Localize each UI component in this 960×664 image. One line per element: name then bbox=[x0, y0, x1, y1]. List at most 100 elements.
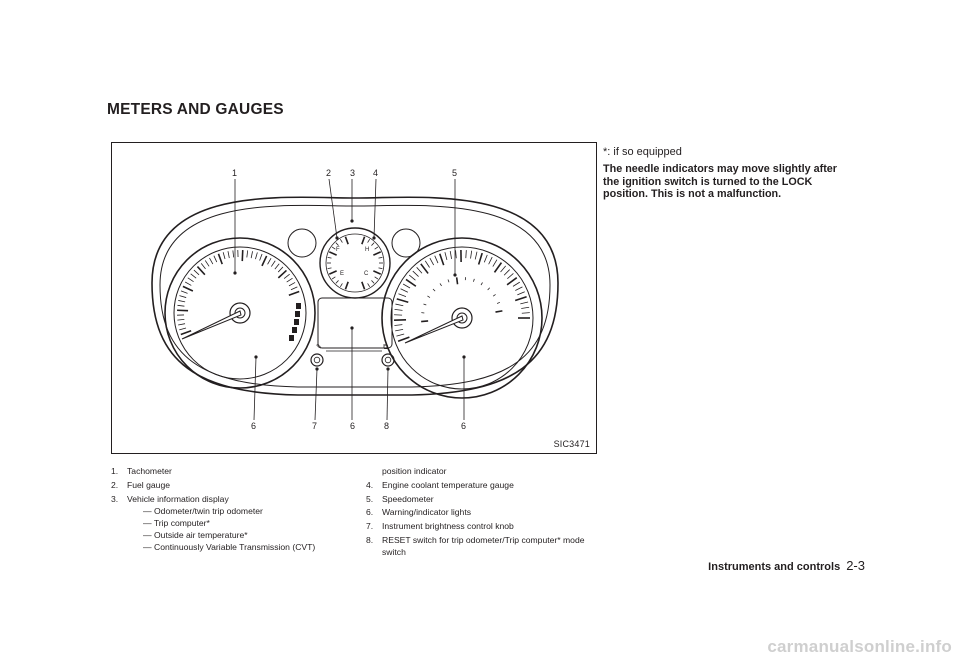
indicator-circle-right bbox=[391, 228, 421, 258]
section-title: METERS AND GAUGES bbox=[107, 101, 284, 118]
brightness-icon: ✎ bbox=[316, 343, 322, 351]
temp-hot-label: H bbox=[365, 247, 369, 253]
speedometer-tick bbox=[517, 291, 525, 296]
tachometer-tick bbox=[193, 269, 200, 276]
speedometer-inner-tick bbox=[455, 277, 459, 285]
tachometer-tick bbox=[222, 252, 226, 260]
legend-item: 1.Tachometer bbox=[111, 466, 172, 476]
speedometer-inner-tick bbox=[427, 295, 431, 298]
fuel-gauge-tick bbox=[339, 238, 343, 243]
speedometer-tick bbox=[402, 283, 411, 289]
tachometer-tick bbox=[261, 255, 268, 267]
legend-column-1: 1.Tachometer 2.Fuel gauge 3.Vehicle info… bbox=[111, 465, 351, 554]
speedometer-inner-tick bbox=[432, 288, 436, 292]
tachometer-tick bbox=[277, 269, 287, 279]
legend-item: 7.Instrument brightness control knob bbox=[366, 521, 514, 532]
speedometer-tick bbox=[521, 312, 530, 314]
tachometer-tick bbox=[270, 260, 276, 267]
temp-gauge-tick bbox=[378, 267, 383, 270]
tachometer-tick bbox=[178, 323, 186, 326]
speedometer-tick bbox=[488, 256, 493, 265]
tachometer-tick bbox=[274, 263, 280, 270]
tachometer-tick bbox=[250, 251, 253, 259]
legend-subitem: — Trip computer* bbox=[143, 518, 210, 528]
speedometer-inner-tick bbox=[423, 303, 427, 306]
speedometer-tick bbox=[412, 270, 419, 277]
fuel-gauge-tick bbox=[344, 236, 349, 245]
tachometer-tick bbox=[290, 286, 298, 291]
speedometer-tick bbox=[521, 306, 530, 309]
speedometer-tick bbox=[477, 252, 483, 265]
temp-gauge-tick bbox=[371, 242, 375, 246]
tachometer-dial bbox=[173, 246, 307, 380]
tachometer-tick bbox=[190, 273, 197, 279]
callout-leader-line bbox=[328, 178, 338, 239]
tachometer-tick bbox=[180, 330, 192, 336]
cluster-housing-inner bbox=[159, 204, 551, 388]
legend-item: 4.Engine coolant temperature gauge bbox=[366, 479, 514, 490]
fuel-gauge-tick bbox=[331, 246, 336, 250]
tachometer-tick bbox=[283, 273, 290, 279]
vehicle-info-display bbox=[317, 297, 393, 349]
legend-item: 3.Vehicle information display bbox=[111, 493, 229, 504]
speedometer-inner-tick bbox=[495, 310, 503, 313]
tachometer-tick bbox=[177, 304, 185, 307]
speedometer-tick bbox=[400, 288, 408, 293]
tachometer-tick bbox=[217, 253, 223, 265]
legend-item: 2.Fuel gauge bbox=[111, 479, 171, 490]
tachometer-tick bbox=[232, 250, 235, 258]
cluster-housing-outer bbox=[151, 196, 559, 396]
callout-leader-line bbox=[314, 368, 318, 421]
callout-leader-line bbox=[386, 368, 389, 421]
callout-6-right: 6 bbox=[461, 421, 467, 431]
speedometer-tick bbox=[455, 250, 457, 259]
speedometer-hub bbox=[451, 307, 473, 329]
temp-gauge-tick bbox=[361, 236, 366, 245]
speedometer-inner-tick bbox=[473, 278, 475, 282]
fuel-temp-gauge-bezel bbox=[319, 227, 391, 299]
callout-3: 3 bbox=[350, 168, 356, 178]
speedometer-tick bbox=[514, 296, 527, 302]
callout-8: 8 bbox=[384, 421, 390, 431]
callout-leader-dot bbox=[462, 355, 466, 359]
tachometer-tick bbox=[182, 285, 194, 292]
tachometer-tick bbox=[286, 277, 293, 283]
tachometer-tick bbox=[259, 253, 263, 261]
fuel-gauge-tick bbox=[328, 270, 337, 275]
callout-4: 4 bbox=[373, 168, 379, 178]
tachometer-tick bbox=[277, 266, 284, 273]
fuel-gauge-tick bbox=[335, 242, 339, 246]
speedometer-tick bbox=[395, 328, 404, 332]
temp-gauge-tick bbox=[367, 238, 371, 243]
instrument-cluster-illustration: F E H C ✎ ⧉ bbox=[151, 178, 559, 421]
speedometer-tick bbox=[465, 250, 467, 259]
tachometer-tick bbox=[209, 257, 214, 265]
speedometer-tick bbox=[429, 257, 435, 266]
indicator-circle-left bbox=[287, 228, 317, 258]
callout-leader-line bbox=[373, 178, 377, 239]
speedometer-inner-tick bbox=[480, 282, 483, 286]
tachometer-tick bbox=[177, 318, 185, 321]
footer-section-name: Instruments and controls bbox=[708, 561, 841, 573]
callout-leader-dot bbox=[233, 271, 237, 275]
tachometer-tick bbox=[288, 290, 300, 296]
instrument-cluster-figure: F E H C ✎ ⧉ 1 2 3 4 5 6 7 6 8 6 SIC3471 bbox=[111, 142, 597, 454]
fuel-gauge-tick bbox=[328, 251, 337, 256]
tachometer-tick bbox=[288, 282, 296, 287]
speedometer-tick bbox=[405, 278, 417, 287]
legend-subitem: — Odometer/twin trip odometer bbox=[143, 505, 263, 516]
callout-6-left: 6 bbox=[251, 421, 257, 431]
speedometer-tick bbox=[492, 259, 498, 267]
temp-gauge-tick bbox=[361, 281, 366, 290]
brightness-knob bbox=[310, 353, 324, 367]
speedometer-tick bbox=[434, 255, 439, 264]
speedometer-tick bbox=[474, 251, 478, 260]
legend-subitem: — Continuously Variable Transmission (CV… bbox=[143, 542, 316, 553]
speedometer-tick bbox=[500, 265, 507, 273]
callout-7: 7 bbox=[312, 421, 318, 431]
speedometer-tick bbox=[416, 267, 423, 274]
callout-leader-dot bbox=[254, 355, 258, 359]
tachometer-tick bbox=[184, 281, 192, 286]
tachometer-tick bbox=[213, 255, 218, 263]
